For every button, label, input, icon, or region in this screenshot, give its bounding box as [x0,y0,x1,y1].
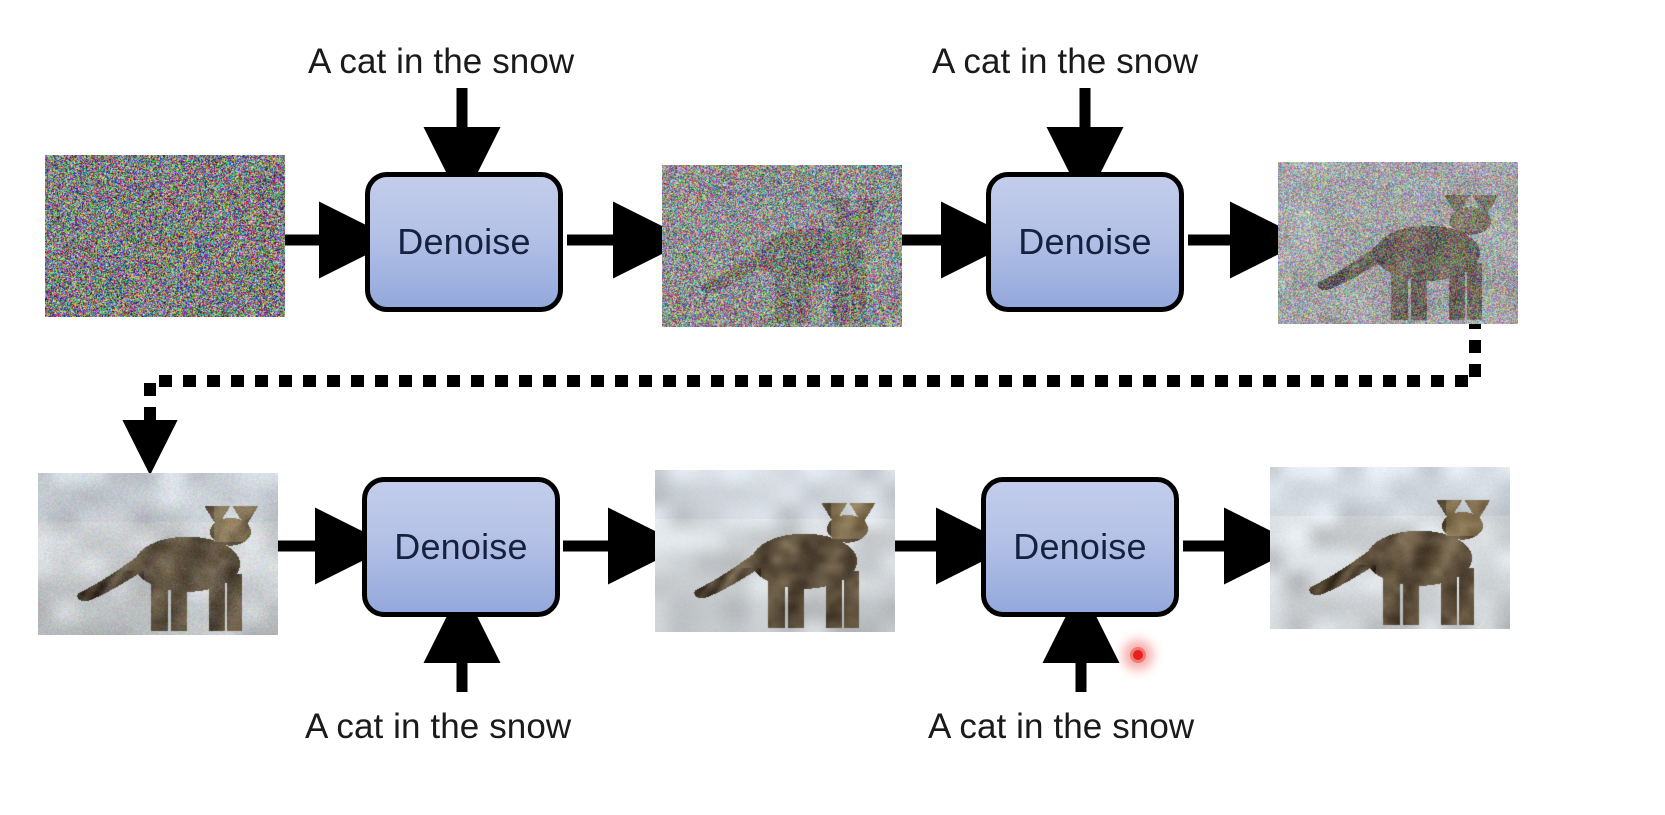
image-canvas [38,473,278,635]
click-indicator-dot [1130,647,1146,663]
prompt-caption-top-right: A cat in the snow [932,42,1199,81]
prompt-caption-bottom-left: A cat in the snow [305,707,572,746]
image-pure-noise [45,155,285,317]
image-canvas [1278,162,1518,324]
denoise-box-2[interactable]: Denoise [986,172,1184,312]
prompt-caption-top-left: A cat in the snow [308,42,575,81]
prompt-caption-bottom-right: A cat in the snow [928,707,1195,746]
image-denoised-step-3 [38,473,278,635]
image-noisy-step-2 [1278,162,1518,324]
image-canvas [662,165,902,327]
denoise-box-4[interactable]: Denoise [981,477,1179,617]
denoise-box-label: Denoise [394,526,528,567]
denoise-box-label: Denoise [1013,526,1147,567]
image-canvas [655,470,895,632]
image-final-cat [1270,467,1510,629]
image-canvas [45,155,285,317]
denoise-box-label: Denoise [397,221,531,262]
dotted-wrap-connector [122,316,1481,476]
denoise-box-1[interactable]: Denoise [365,172,563,312]
image-denoised-step-4 [655,470,895,632]
denoise-box-label: Denoise [1018,221,1152,262]
image-noisy-step-1 [662,165,902,327]
image-canvas [1270,467,1510,629]
denoise-box-3[interactable]: Denoise [362,477,560,617]
